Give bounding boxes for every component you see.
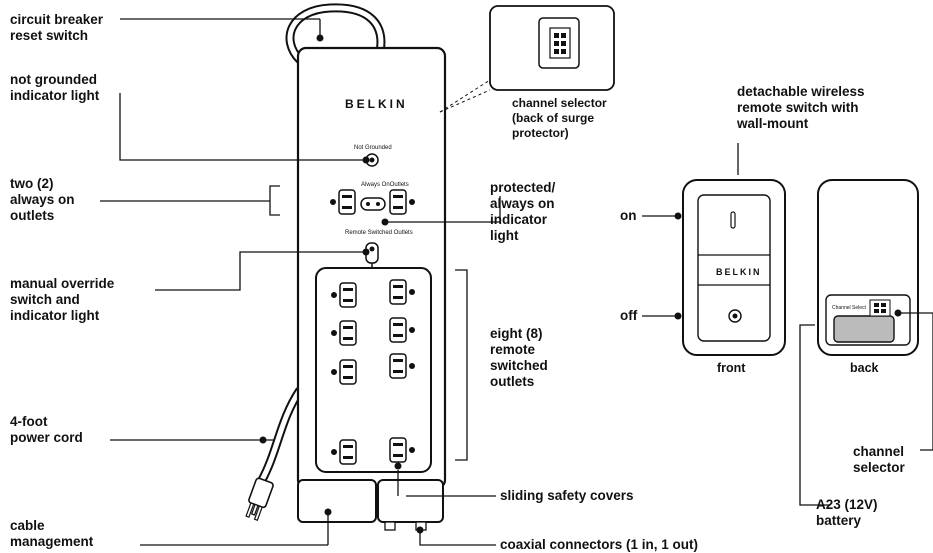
on-icon [730, 211, 736, 229]
battery-icon [833, 315, 895, 343]
label-back: back [850, 361, 879, 375]
device-brand: BELKIN [345, 97, 408, 111]
always-on-outlets-text: Always OnOutlets [361, 182, 409, 188]
label-on: on [620, 208, 637, 223]
label-off: off [620, 308, 638, 323]
label-battery: A23 (12V)battery [816, 497, 878, 528]
label-coaxial: coaxial connectors (1 in, 1 out) [500, 537, 699, 552]
not-grounded-text: Not Grounded [354, 145, 392, 151]
remote-channel-select-text: Channel Select [832, 305, 866, 311]
remote-brand: BELKIN [716, 267, 762, 277]
cable-management-block [297, 479, 377, 523]
label-front: front [717, 361, 746, 375]
remote-switched-outlets-text: Remote Switched Outlets [345, 230, 413, 236]
label-sliding-covers: sliding safety covers [500, 488, 634, 503]
coaxial-block [377, 479, 444, 523]
always-on-indicator [360, 197, 386, 211]
plug-icon [245, 477, 274, 522]
